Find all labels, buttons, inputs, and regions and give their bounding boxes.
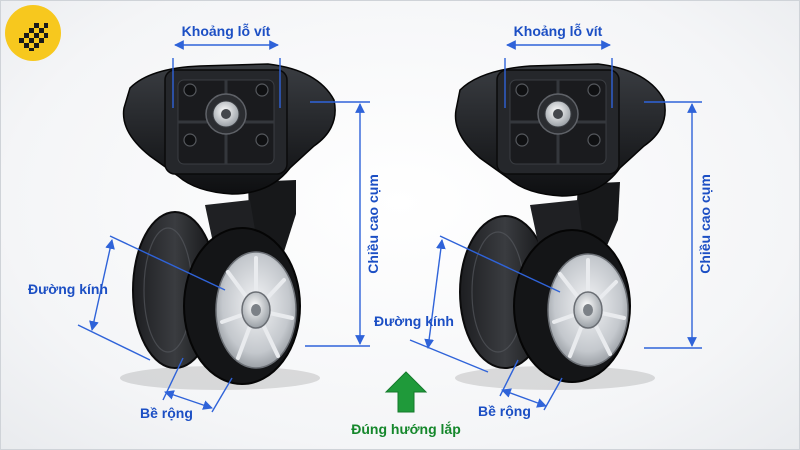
label-screw-spacing-left: Khoảng lỗ vít — [182, 23, 271, 39]
label-diameter-left: Đường kính — [28, 281, 108, 297]
logo — [5, 5, 61, 61]
dimension-assembly-height-right: Chiều cao cụm — [644, 101, 713, 349]
dimension-width-left: Bề rộng — [140, 357, 233, 421]
label-correct-direction: Đúng hướng lắp — [351, 420, 461, 437]
label-screw-spacing-right: Khoảng lỗ vít — [514, 23, 603, 39]
label-assembly-height-right: Chiều cao cụm — [697, 174, 713, 274]
label-assembly-height-left: Chiều cao cụm — [365, 174, 381, 274]
dimension-diameter-right: Đường kính — [374, 235, 561, 373]
caster-right — [454, 63, 666, 390]
label-diameter-right: Đường kính — [374, 313, 454, 329]
dimension-diameter-left: Đường kính — [28, 235, 226, 361]
up-arrow-icon — [384, 371, 428, 413]
label-width-left: Bề rộng — [140, 405, 193, 421]
caster-left — [120, 63, 336, 390]
mounting-plate-left — [122, 63, 336, 195]
dimension-screw-spacing-right: Khoảng lỗ vít — [504, 23, 613, 108]
front-wheel-left — [183, 227, 301, 385]
front-wheel-right — [513, 229, 631, 383]
mounting-plate-right — [454, 63, 666, 197]
dimension-width-right: Bề rộng — [478, 359, 563, 419]
label-width-right: Bề rộng — [478, 403, 531, 419]
dimension-assembly-height-left: Chiều cao cụm — [305, 101, 381, 347]
dimension-screw-spacing-left: Khoảng lỗ vít — [172, 23, 281, 108]
checkered-logo-icon — [19, 23, 48, 51]
